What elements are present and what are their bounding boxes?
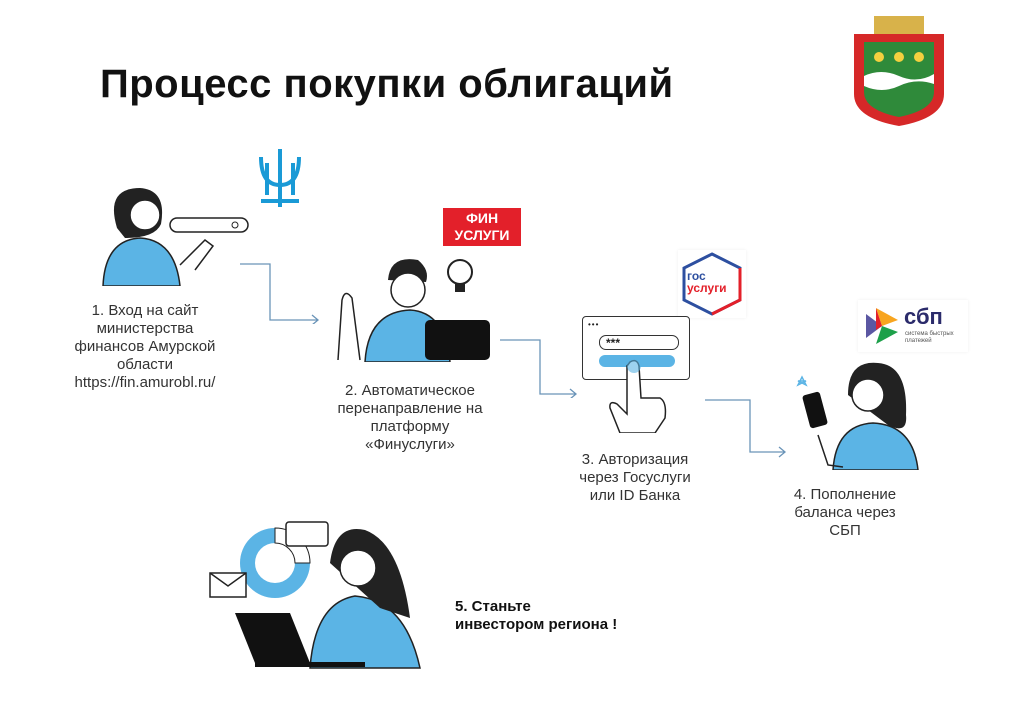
step-line: баланса через — [794, 504, 896, 521]
step-3-text: 3. Авторизация через Госуслуги или ID Ба… — [545, 451, 725, 505]
arrow-3 — [705, 399, 787, 458]
logo-text: УСЛУГИ — [454, 227, 510, 243]
step-line: 4. Пополнение — [793, 486, 897, 503]
step-line: инвестором региона ! — [455, 616, 618, 633]
logo-text: услуги — [687, 281, 727, 295]
sbp-name: сбп — [904, 304, 943, 329]
page-title: Процесс покупки облигаций — [100, 62, 674, 106]
step-5-text: 5. Станьте инвестором региона ! — [455, 598, 617, 634]
sbp-subtitle: система быстрых платежей — [905, 331, 954, 344]
finuslugi-logo: ФИН УСЛУГИ — [443, 208, 521, 246]
step-line: 5. Станьте — [455, 598, 531, 615]
step-line: финансов Амурской — [74, 338, 216, 355]
minfin-logo-icon — [259, 149, 301, 207]
step-line: 2. Автоматическое — [344, 382, 475, 399]
gosuslugi-logo: гос услуги — [678, 250, 746, 318]
logo-text: гос — [687, 269, 706, 283]
sbp-triangles-icon — [866, 308, 898, 344]
step-line: области — [116, 356, 174, 373]
step-line: 1. Вход на сайт — [91, 302, 199, 319]
window-dots-icon: ••• — [588, 320, 600, 329]
logo-text: ФИН — [465, 210, 499, 226]
step-line: министерства — [96, 320, 194, 337]
step-1-text: 1. Вход на сайт министерства финансов Ам… — [55, 302, 235, 392]
minfin-link[interactable]: https://fin.amurobl.ru/ — [74, 374, 216, 391]
coat-of-arms-icon — [854, 16, 944, 126]
step-line: «Финуслуги» — [365, 436, 455, 453]
step-line: перенаправление на — [337, 400, 483, 417]
hexagon-icon — [682, 252, 742, 316]
step-line: или ID Банка — [589, 487, 681, 504]
step-4-text: 4. Пополнение баланса через СБП — [755, 486, 935, 540]
sbp-logo: сбп система быстрых платежей — [858, 300, 968, 352]
step-line: 3. Авторизация — [581, 451, 689, 468]
hand-pointer-icon — [609, 359, 667, 433]
step-2-text: 2. Автоматическое перенаправление на пла… — [320, 382, 500, 454]
person-tablet-illustration — [337, 259, 490, 362]
step-line: платформу — [370, 418, 450, 435]
password-field: *** — [599, 335, 679, 350]
person-phone-illustration — [796, 362, 919, 470]
step-line: СБП — [829, 522, 861, 539]
person-search-illustration — [102, 188, 249, 286]
investor-laptop-illustration — [209, 521, 421, 669]
arrow-1 — [240, 263, 320, 324]
arrow-2 — [500, 339, 578, 398]
step-line: через Госуслуги — [579, 469, 691, 486]
